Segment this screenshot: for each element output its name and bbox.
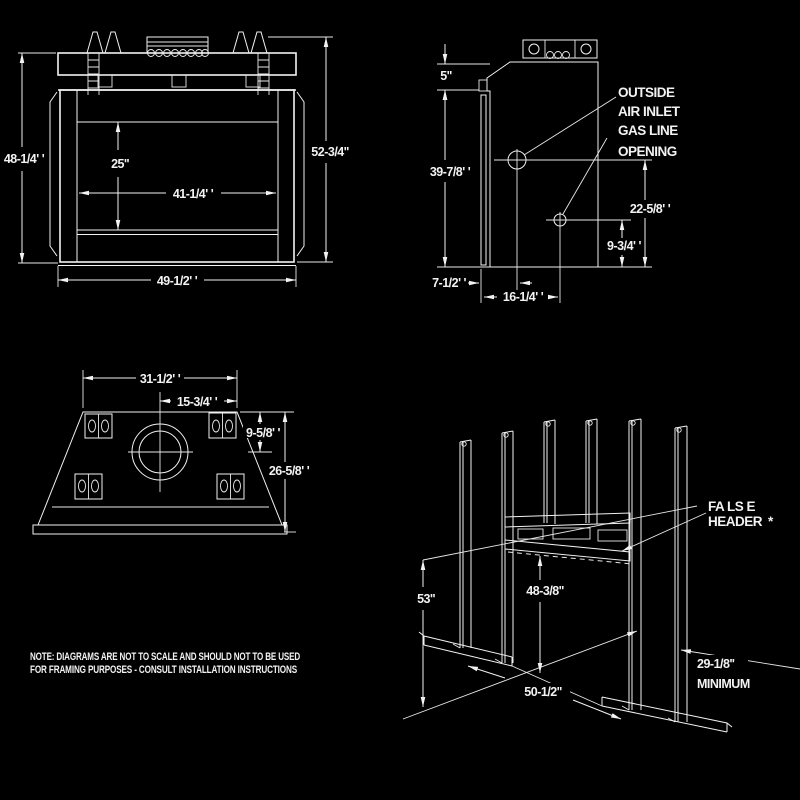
knockout-ur bbox=[208, 412, 237, 439]
standoff-spikes-right bbox=[232, 31, 268, 54]
dim-gas-offset: 16-1/4' ' bbox=[480, 269, 558, 304]
firebox-body bbox=[59, 89, 295, 263]
dim-opening-width: 41-1/4' ' bbox=[79, 187, 276, 201]
side-view: OUTSIDE AIR INLET GAS LINE OPENING 5'' 3… bbox=[430, 39, 681, 304]
dim-label-9-3-4: 9-3/4' ' bbox=[607, 239, 641, 253]
dim-label-5: 5'' bbox=[440, 69, 452, 83]
standoff-spikes-left bbox=[86, 31, 122, 54]
dim-label-9-5-8: 9-5/8' ' bbox=[246, 426, 280, 440]
dim-label-7-1-2: 7-1/2' ' bbox=[432, 276, 466, 290]
dim-label-48-3-8: 48-3/8'' bbox=[526, 584, 564, 598]
front-body bbox=[49, 31, 305, 266]
dim-label-15-3-4: 15-3/4' ' bbox=[177, 395, 218, 409]
dim-label-48-1-4: 48-1/4' ' bbox=[4, 152, 45, 166]
vent-circle-left bbox=[528, 43, 540, 55]
front-rail bbox=[32, 524, 288, 535]
callout-labels: OUTSIDE AIR INLET GAS LINE OPENING bbox=[523, 85, 681, 215]
dim-framing-height: 53'' bbox=[410, 560, 440, 707]
dim-label-26-5-8: 26-5/8' ' bbox=[269, 464, 310, 478]
label-outside: OUTSIDE bbox=[618, 85, 675, 100]
top-body bbox=[32, 392, 288, 535]
depth-line-top bbox=[422, 505, 698, 561]
note-line-1: NOTE: DIAGRAMS ARE NOT TO SCALE AND SHOU… bbox=[30, 651, 300, 663]
side-body bbox=[478, 39, 599, 268]
front-view: 48-1/4' ' 52-3/4'' 25'' 41-1/4' ' 49-1/2… bbox=[4, 31, 350, 288]
dim-label-16-1-4: 16-1/4' ' bbox=[503, 290, 544, 304]
disclaimer-note: NOTE: DIAGRAMS ARE NOT TO SCALE AND SHOU… bbox=[30, 651, 300, 676]
dim-top-depth: 26-5/8' ' bbox=[266, 412, 312, 533]
asterisk-mark: * bbox=[768, 514, 774, 529]
dim-front-height-left: 48-1/4' ' bbox=[4, 52, 58, 264]
top-view: 31-1/2' ' 15-3/4' ' 9-5/8' ' 26-5/8' ' bbox=[32, 370, 312, 535]
dim-air-height: 22-5/8' ' bbox=[598, 160, 671, 268]
dim-front-width: 49-1/2' ' bbox=[57, 266, 297, 288]
dim-minimum-depth: 29-1/8'' MINIMUM bbox=[680, 649, 800, 691]
front-face-strip bbox=[480, 94, 487, 266]
label-air-inlet: AIR INLET bbox=[618, 104, 681, 119]
air-inlet bbox=[494, 149, 652, 290]
knockout-ul bbox=[84, 413, 113, 439]
gas-line-opening bbox=[546, 212, 631, 303]
dim-label-22-5-8: 22-5/8' ' bbox=[630, 202, 671, 216]
dim-side-top-5: 5'' bbox=[437, 44, 490, 110]
dim-label-50-1-2: 50-1/2'' bbox=[524, 685, 562, 699]
label-false: FA LS E bbox=[708, 499, 756, 514]
dim-front-height-right: 52-3/4'' bbox=[268, 36, 350, 263]
dim-label-31-1-2: 31-1/2' ' bbox=[140, 372, 181, 386]
dim-label-29-1-8: 29-1/8'' bbox=[697, 657, 735, 671]
false-header bbox=[504, 512, 633, 565]
stud bbox=[621, 418, 642, 711]
ladder-bracket-left bbox=[87, 53, 100, 95]
stud bbox=[452, 439, 472, 649]
mount-tab bbox=[245, 74, 261, 88]
dim-framing-opening-height: 48-3/8'' bbox=[519, 556, 569, 673]
dim-top-half-width: 15-3/4' ' bbox=[160, 395, 237, 409]
opening-lines bbox=[77, 121, 278, 235]
side-body-outline bbox=[486, 61, 599, 268]
floor-plate-left bbox=[418, 631, 513, 667]
label-header: HEADER bbox=[708, 514, 763, 529]
side-flap-right bbox=[296, 91, 305, 257]
dim-front-offset: 7-1/2' ' bbox=[432, 276, 532, 290]
false-header-callout: FA LS E HEADER * bbox=[621, 499, 775, 552]
dim-label-25: 25'' bbox=[111, 157, 129, 171]
label-opening: OPENING bbox=[618, 144, 677, 159]
dim-flue-offset: 9-5/8' ' bbox=[240, 411, 294, 453]
ladder-bracket-right bbox=[257, 53, 270, 95]
note-line-2: FOR FRAMING PURPOSES - CONSULT INSTALLAT… bbox=[30, 664, 297, 676]
depth-line-floor bbox=[402, 630, 638, 720]
stud bbox=[667, 425, 688, 723]
dim-label-49-1-2: 49-1/2' ' bbox=[157, 274, 198, 288]
side-flap-left bbox=[49, 91, 58, 257]
mount-tab bbox=[171, 74, 187, 88]
framing-view: 53'' 48-3/8'' 50-1/2'' 29-1/8'' MINIMUM bbox=[402, 418, 800, 733]
dim-framing-width: 50-1/2'' bbox=[467, 665, 622, 720]
stud bbox=[494, 430, 514, 664]
stud bbox=[543, 419, 556, 524]
label-gas-line: GAS LINE bbox=[618, 123, 678, 138]
dim-label-41-1-4: 41-1/4' ' bbox=[173, 187, 214, 201]
dim-label-52-3-4: 52-3/4'' bbox=[311, 145, 349, 159]
flue-crosshair bbox=[128, 392, 193, 492]
top-vent-box bbox=[522, 39, 598, 59]
dim-side-height: 39-7/8' ' bbox=[430, 90, 490, 268]
dim-opening-height: 25'' bbox=[111, 122, 130, 230]
dim-top-width: 31-1/2' ' bbox=[82, 370, 238, 408]
knockout-lr bbox=[216, 473, 245, 500]
vent-circle-right bbox=[580, 43, 592, 55]
mount-tab bbox=[97, 74, 113, 88]
knockout-ll bbox=[74, 473, 103, 500]
dim-label-minimum: MINIMUM bbox=[697, 677, 750, 691]
dim-gas-height: 9-3/4' ' bbox=[607, 220, 642, 267]
dim-label-39-7-8: 39-7/8' ' bbox=[430, 165, 471, 179]
side-top-tab bbox=[478, 79, 488, 92]
floor-plate-right bbox=[601, 696, 733, 733]
dim-label-53: 53'' bbox=[417, 592, 435, 606]
stud bbox=[585, 418, 598, 524]
